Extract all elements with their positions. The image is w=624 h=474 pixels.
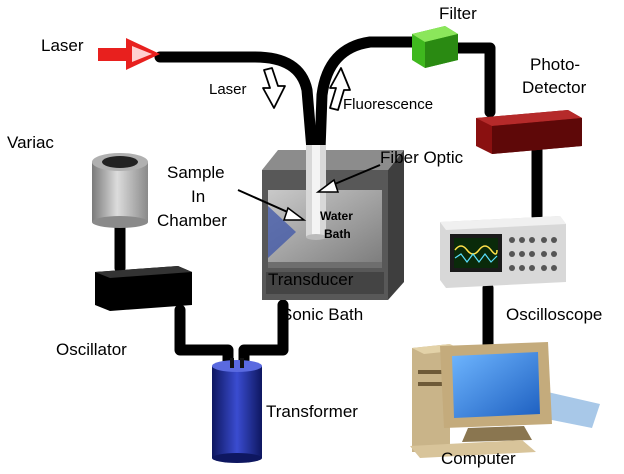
photo-detector-label-line1: Photo-	[530, 55, 581, 74]
laser-source-label: Laser	[41, 36, 84, 55]
oscillator-to-transformer-cable	[174, 304, 234, 372]
computer-label: Computer	[441, 449, 516, 468]
sample-label-line3: Chamber	[157, 211, 227, 230]
laser-fiber	[154, 51, 318, 156]
transformer-label: Transformer	[266, 402, 358, 421]
oscilloscope-label: Oscilloscope	[506, 305, 603, 324]
photo-detector-label-line2: Detector	[522, 78, 587, 97]
water-bath-label-line2: Bath	[324, 227, 351, 241]
filter-to-detector-cable	[449, 42, 496, 118]
variac-label: Variac	[7, 133, 54, 152]
fiber-optic-label: Fiber Optic	[380, 148, 464, 167]
sample-pointer	[237, 189, 307, 221]
computer	[410, 342, 600, 458]
sonic-bath	[262, 145, 404, 300]
laser-beam-arrow	[262, 67, 286, 109]
laser-beam-label: Laser	[209, 81, 247, 98]
transformer	[212, 358, 262, 463]
sample-label-line1: Sample	[167, 163, 225, 182]
filter-fiber	[314, 36, 418, 156]
fluorescence-arrow	[329, 67, 351, 111]
oscillator-box	[95, 266, 192, 311]
cables	[114, 36, 543, 372]
fiber-optic-pointer	[315, 164, 381, 193]
sonic-bath-label: Sonic Bath	[281, 305, 364, 324]
laser-arrow	[98, 38, 160, 70]
filter-block	[412, 26, 458, 68]
oscilloscope	[440, 216, 566, 288]
photo-detector-block	[476, 110, 582, 154]
oscillator-label: Oscillator	[56, 340, 127, 359]
variac	[92, 153, 148, 228]
fluorescence-label: Fluorescence	[343, 96, 434, 113]
filter-label: Filter	[439, 4, 477, 23]
transducer-label: Transducer	[268, 270, 354, 289]
sample-label-line2: In	[191, 187, 206, 206]
water-bath-label-line1: Water	[320, 209, 353, 223]
bath-to-transformer-cable	[238, 299, 289, 372]
